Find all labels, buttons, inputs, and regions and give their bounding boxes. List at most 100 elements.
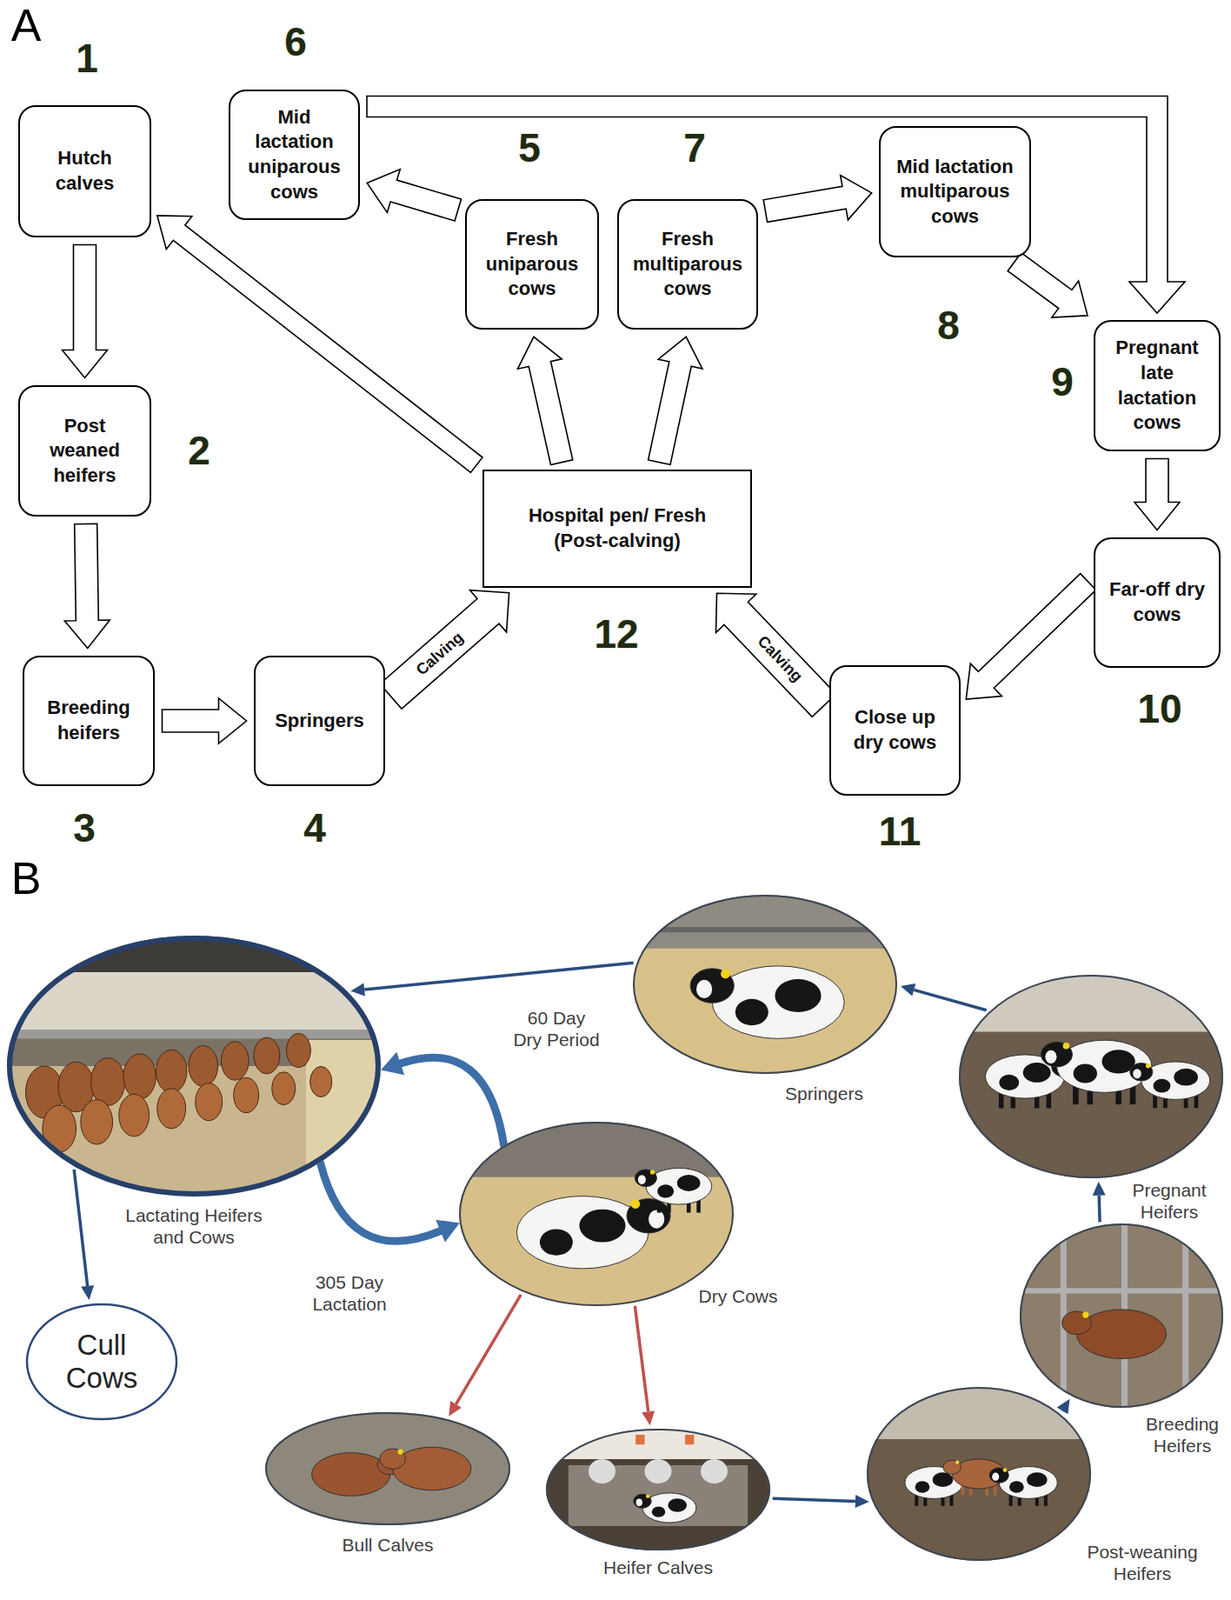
photo-frame (633, 895, 897, 1073)
box-label: Springers (274, 708, 365, 734)
flow-arrow (162, 698, 247, 744)
cycle-arrow (400, 1057, 505, 1145)
flow-arrow (1007, 252, 1088, 318)
callout-number: 11 (856, 808, 944, 855)
photo-node: Lactating Heifers and Cows (6, 935, 381, 1197)
callout-number: 4 (271, 805, 359, 852)
group-box: Far-off dry cows (1093, 537, 1221, 668)
arrow-line (634, 1305, 648, 1411)
photo-node: Post-weaning Heifers (866, 1386, 1092, 1561)
flow-arrow (62, 245, 108, 379)
arrow-head (350, 983, 366, 997)
arrow-head (1092, 1181, 1106, 1196)
box-label: Mid lactation multiparous cows (887, 154, 1023, 230)
box-label: Post weaned heifers (26, 413, 143, 489)
box-label: Hutch calves (26, 146, 143, 196)
photo-node: Breeding Heifers (1019, 1223, 1224, 1408)
box-label: Far-off dry cows (1102, 577, 1212, 627)
group-box: Mid lactation uniparous cows (228, 89, 360, 220)
photo-illustration (545, 1428, 771, 1551)
callout-number: 8 (904, 302, 992, 349)
box-label: Mid lactation uniparous cows (237, 105, 352, 205)
photo-frame (266, 1412, 510, 1524)
flow-arrow (1134, 459, 1180, 531)
photo-caption: Heifer Calves (562, 1556, 754, 1578)
flow-arrow (366, 169, 461, 221)
arrow-line (1097, 1195, 1101, 1223)
callout-number: 1 (43, 35, 131, 82)
arrow-line (772, 1497, 856, 1501)
flow-arrow (350, 962, 633, 996)
arrow-line (913, 989, 986, 1010)
flow-arrow (900, 983, 987, 1011)
arrow-line (1060, 1409, 1065, 1413)
photo-caption: Post-weaning Heifers (1081, 1540, 1204, 1584)
flow-arrow (634, 1305, 655, 1425)
photo-frame (959, 975, 1223, 1178)
box-label: Fresh uniparous cows (473, 226, 591, 302)
flow-arrow (1092, 1181, 1106, 1223)
group-box: Close up dry cows (829, 665, 961, 796)
arrow-line (455, 1294, 521, 1405)
photo-illustration (6, 935, 381, 1197)
group-box: Fresh multiparous cows (617, 199, 759, 330)
box-label: Fresh multiparous cows (625, 226, 750, 302)
arrow-head (1057, 1398, 1071, 1415)
callout-number: 12 (572, 611, 660, 658)
flow-arrow (319, 1162, 460, 1243)
callout-number: 7 (651, 125, 739, 172)
flow-arrow (448, 1294, 521, 1417)
arrow-line (364, 962, 633, 990)
photo-frame (1020, 1224, 1223, 1407)
flow-arrow (648, 336, 703, 465)
photo-illustration (866, 1386, 1092, 1561)
box-label: Pregnant late lactation cows (1102, 335, 1212, 435)
flow-arrow (763, 175, 872, 223)
photo-node: Heifer Calves (545, 1428, 771, 1551)
photo-node: Pregnant Heifers (958, 974, 1224, 1178)
flow-arrow (965, 573, 1096, 699)
photo-caption: Breeding Heifers (1130, 1412, 1231, 1457)
photo-illustration (1019, 1223, 1224, 1408)
group-box: Post weaned heifers (18, 385, 152, 517)
photo-frame (9, 938, 379, 1194)
callout-number: 6 (252, 19, 340, 66)
callout-number: 2 (155, 427, 243, 474)
arrow-line (73, 1169, 87, 1286)
edge-label: 60 Day Dry Period (512, 1006, 601, 1051)
photo-frame (867, 1387, 1091, 1560)
panel-letter: A (0, 0, 70, 53)
edge-label: 305 Day Lactation (306, 1270, 393, 1315)
photo-node: Dry Cows (459, 1121, 734, 1306)
photo-frame (546, 1429, 770, 1550)
callout-number: 3 (40, 805, 128, 852)
photo-frame (459, 1122, 733, 1305)
arrow-head (641, 1410, 655, 1425)
photo-illustration (265, 1411, 511, 1525)
callout-number: 9 (1018, 359, 1106, 406)
photo-illustration (958, 974, 1224, 1178)
photo-caption: Lactating Heifers and Cows (115, 1204, 273, 1248)
group-box: Fresh uniparous cows (465, 199, 599, 330)
cycle-arrow (319, 1162, 440, 1242)
box-label: Close up dry cows (838, 705, 952, 755)
arrow-head (855, 1494, 870, 1508)
group-box: Mid lactation multiparous cows (878, 126, 1032, 258)
photo-node: Springers (632, 894, 898, 1074)
photo-caption: Bull Calves (292, 1533, 484, 1556)
group-box: Pregnant late lactation cows (1093, 319, 1221, 452)
flow-arrow (64, 523, 110, 648)
photo-illustration (632, 894, 898, 1074)
flow-arrow (379, 590, 510, 709)
group-box: Breeding heifers (22, 655, 155, 786)
arrow-head (80, 1284, 94, 1300)
box-label: Hospital pen/ Fresh (Post-calving) (521, 503, 713, 553)
callout-number: 10 (1116, 685, 1204, 732)
photo-caption: Pregnant Heifers (1117, 1178, 1222, 1223)
box-label: Breeding heifers (31, 695, 147, 746)
panel-letter: B (0, 852, 70, 905)
flow-arrow (716, 592, 837, 717)
photo-illustration (459, 1121, 734, 1306)
outcome-circle: Cull Cows (25, 1302, 179, 1421)
callout-number: 5 (485, 125, 573, 172)
